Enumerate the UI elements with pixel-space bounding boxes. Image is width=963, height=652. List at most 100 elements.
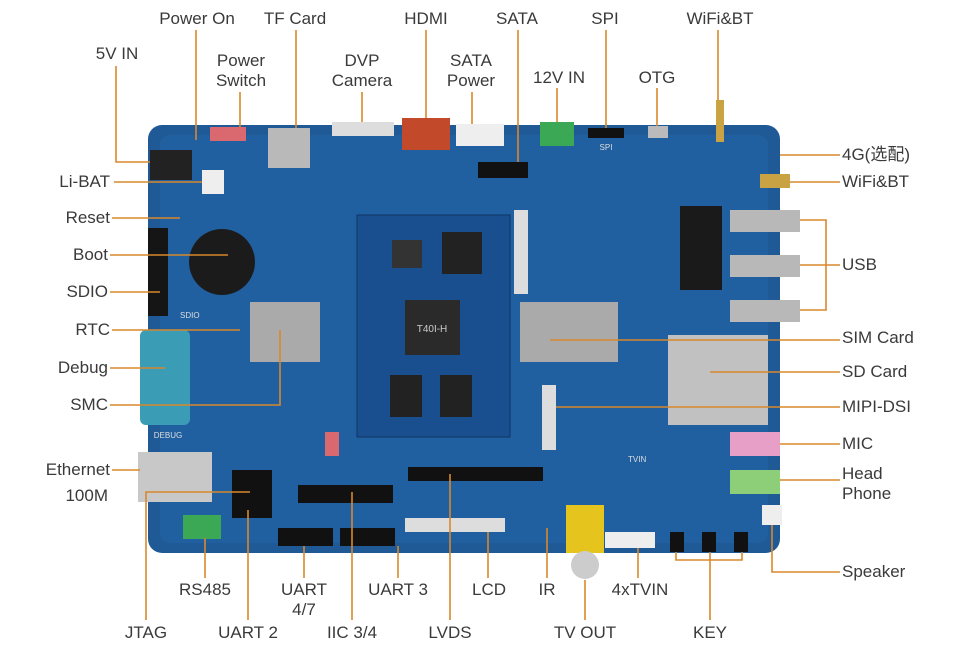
label-power-on: Power On bbox=[159, 9, 235, 28]
usb-port bbox=[730, 255, 800, 277]
battery-connector bbox=[202, 170, 224, 194]
label-lvds: LVDS bbox=[428, 623, 472, 642]
label-ir: IR bbox=[538, 580, 556, 599]
sdio-header bbox=[148, 228, 168, 316]
antenna-sma bbox=[760, 174, 790, 188]
ram-chip bbox=[440, 375, 472, 417]
speaker-connector bbox=[762, 505, 782, 525]
tvin-connector bbox=[605, 532, 655, 548]
label-uart47-line1: UART bbox=[281, 580, 327, 599]
label-uart-3: UART 3 bbox=[368, 580, 428, 599]
uart-header bbox=[298, 485, 393, 503]
label-mic: MIC bbox=[842, 434, 874, 453]
label-12v-in: 12V IN bbox=[533, 68, 585, 87]
label-sata-power-line1: SATA bbox=[450, 51, 492, 70]
label-li-bat: Li-BAT bbox=[59, 172, 110, 191]
core-cpu bbox=[405, 300, 460, 355]
label-spi: SPI bbox=[591, 9, 619, 28]
label-iic-3-4: IIC 3/4 bbox=[326, 623, 378, 642]
dc5v-jack bbox=[150, 150, 192, 180]
sata-power-connector bbox=[456, 124, 504, 146]
label-sdio: SDIO bbox=[66, 282, 108, 301]
label-sata: SATA bbox=[496, 9, 538, 28]
emmc-chip bbox=[442, 232, 482, 274]
label-tf-card: TF Card bbox=[263, 9, 327, 28]
core-chip-label: T40I-H bbox=[417, 324, 448, 335]
silk-spi: SPI bbox=[600, 143, 613, 152]
rca-tvout bbox=[566, 505, 604, 553]
label-headphone-line1: Head bbox=[842, 464, 883, 483]
label-uart-2: UART 2 bbox=[218, 623, 278, 642]
label-mipi-dsi: MIPI-DSI bbox=[842, 397, 911, 416]
power-switch bbox=[210, 127, 246, 141]
label-usb: USB bbox=[842, 255, 877, 274]
label-power-switch-line2: Switch bbox=[215, 71, 267, 90]
lvds-header bbox=[408, 467, 543, 481]
label-lcd: LCD bbox=[471, 580, 506, 599]
rca-tvout-center bbox=[571, 551, 599, 579]
otg-port bbox=[648, 126, 668, 138]
label-rtc: RTC bbox=[75, 320, 110, 339]
silk-sdio: SDIO bbox=[180, 311, 200, 320]
usb-port bbox=[730, 300, 800, 322]
uart-header bbox=[278, 528, 333, 546]
label-power-switch-line1: Power bbox=[216, 51, 266, 70]
sata-connector bbox=[478, 162, 528, 178]
silk-tvin: TVIN bbox=[628, 455, 646, 464]
label-dvp-line1: DVP bbox=[344, 51, 380, 70]
dvp-connector bbox=[332, 122, 394, 136]
label-4xtvin: 4xTVIN bbox=[611, 580, 669, 599]
mipi-csi-connector bbox=[514, 210, 528, 294]
red-switch bbox=[325, 432, 339, 456]
key-button bbox=[702, 532, 716, 552]
key-button bbox=[734, 532, 748, 552]
dc12v-terminal bbox=[540, 122, 574, 146]
label-sim-card: SIM Card bbox=[842, 328, 914, 347]
key-button bbox=[670, 532, 684, 552]
label-boot: Boot bbox=[73, 245, 108, 264]
label-sata-power-line2: Power bbox=[446, 71, 496, 90]
label-tv-out: TV OUT bbox=[553, 623, 617, 642]
label-reset: Reset bbox=[65, 208, 110, 227]
uart-header bbox=[340, 528, 395, 546]
label-jtag: JTAG bbox=[124, 623, 168, 642]
label-debug: Debug bbox=[57, 358, 108, 377]
label-uart47-line2: 4/7 bbox=[292, 600, 316, 619]
sim-slot-left bbox=[250, 302, 320, 362]
hdmi-port bbox=[402, 118, 450, 150]
db9-connector bbox=[140, 330, 190, 425]
label-rs485: RS485 bbox=[179, 580, 231, 599]
label-key: KEY bbox=[692, 623, 728, 642]
ram-chip bbox=[390, 375, 422, 417]
mic-jack bbox=[730, 432, 780, 456]
mini-pcie-slot bbox=[680, 206, 722, 290]
label-sd-card: SD Card bbox=[842, 362, 908, 381]
label-speaker: Speaker bbox=[842, 562, 906, 581]
label-wifi-bt-top: WiFi&BT bbox=[686, 9, 754, 28]
label-headphone-line2: Phone bbox=[842, 484, 892, 503]
mipi-dsi-connector bbox=[542, 385, 556, 450]
rtc-battery bbox=[189, 229, 255, 295]
label-4g: 4G(选配) bbox=[842, 145, 910, 164]
ethernet-jack bbox=[138, 452, 212, 502]
silk-debug: DEBUG bbox=[154, 431, 182, 440]
label-smc: SMC bbox=[70, 395, 108, 414]
label-5v-in: 5V IN bbox=[95, 44, 139, 63]
sim-slot-right bbox=[520, 302, 618, 362]
label-ethernet: Ethernet bbox=[45, 460, 110, 479]
label-hdmi: HDMI bbox=[404, 9, 448, 28]
leader-lines bbox=[110, 30, 840, 620]
jtag-header bbox=[232, 470, 272, 518]
pmic-chip bbox=[392, 240, 422, 268]
sd-slot bbox=[668, 335, 768, 425]
label-100m: 100M bbox=[65, 486, 108, 505]
label-otg: OTG bbox=[638, 68, 676, 87]
lcd-connector bbox=[405, 518, 505, 532]
label-wifi-bt-right: WiFi&BT bbox=[842, 172, 910, 191]
